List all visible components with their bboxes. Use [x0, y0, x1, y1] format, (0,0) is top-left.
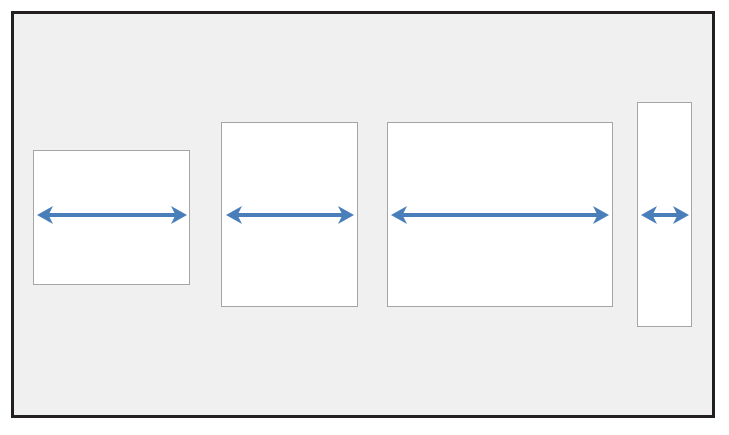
- shape-box-4[interactable]: [637, 102, 692, 327]
- shape-box-3[interactable]: [387, 122, 613, 307]
- shape-box-2[interactable]: [221, 122, 358, 307]
- shape-box-1[interactable]: [33, 150, 190, 285]
